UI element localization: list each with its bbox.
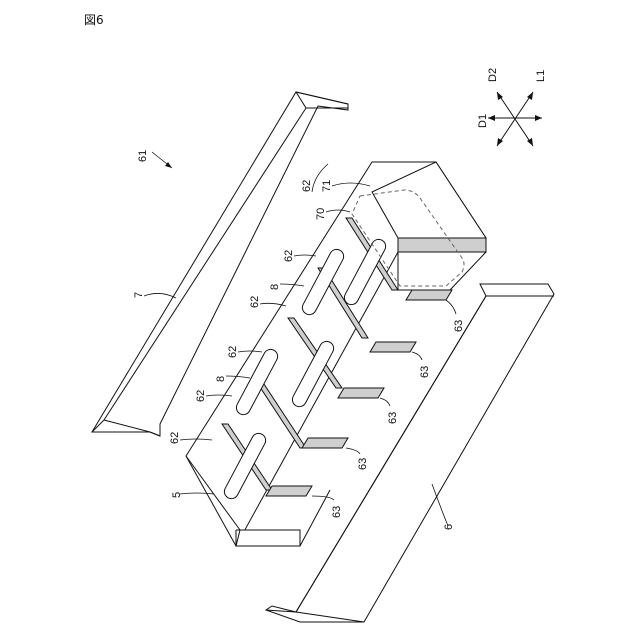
figure-title: 図6: [84, 13, 104, 27]
label-62-top-text: 62: [301, 180, 313, 192]
label-63-a-text: 63: [453, 320, 465, 332]
axis-label-d1: D1: [477, 114, 489, 128]
label-8-b-text: 8: [215, 376, 227, 382]
label-61: 61: [137, 150, 172, 168]
axis-label-l1: L1: [535, 70, 547, 82]
label-63-e-text: 63: [331, 506, 343, 518]
label-63-c-text: 63: [387, 412, 399, 424]
axis-label-d2: D2: [487, 68, 499, 82]
label-70-text: 70: [315, 208, 327, 220]
label-63-b: 63: [412, 352, 431, 378]
label-5-text: 5: [171, 492, 183, 498]
label-8-a-text: 8: [269, 284, 281, 290]
label-63-d-text: 63: [357, 458, 369, 470]
label-62-c-text: 62: [227, 346, 239, 358]
label-62-d-text: 62: [195, 390, 207, 402]
label-6-text: 6: [443, 524, 455, 530]
label-71-text: 71: [321, 180, 333, 192]
label-63-d: 63: [346, 448, 369, 470]
label-63-b-text: 63: [419, 366, 431, 378]
label-7: 7: [133, 292, 176, 298]
label-62-b-text: 62: [249, 296, 261, 308]
label-62-a-text: 62: [283, 250, 295, 262]
label-7-text: 7: [133, 292, 145, 298]
label-61-text: 61: [137, 150, 149, 162]
direction-indicator: D1 D2 L1: [477, 68, 547, 146]
label-62-e-text: 62: [169, 432, 181, 444]
label-63-a: 63: [446, 300, 465, 332]
label-63-c: 63: [380, 398, 399, 424]
